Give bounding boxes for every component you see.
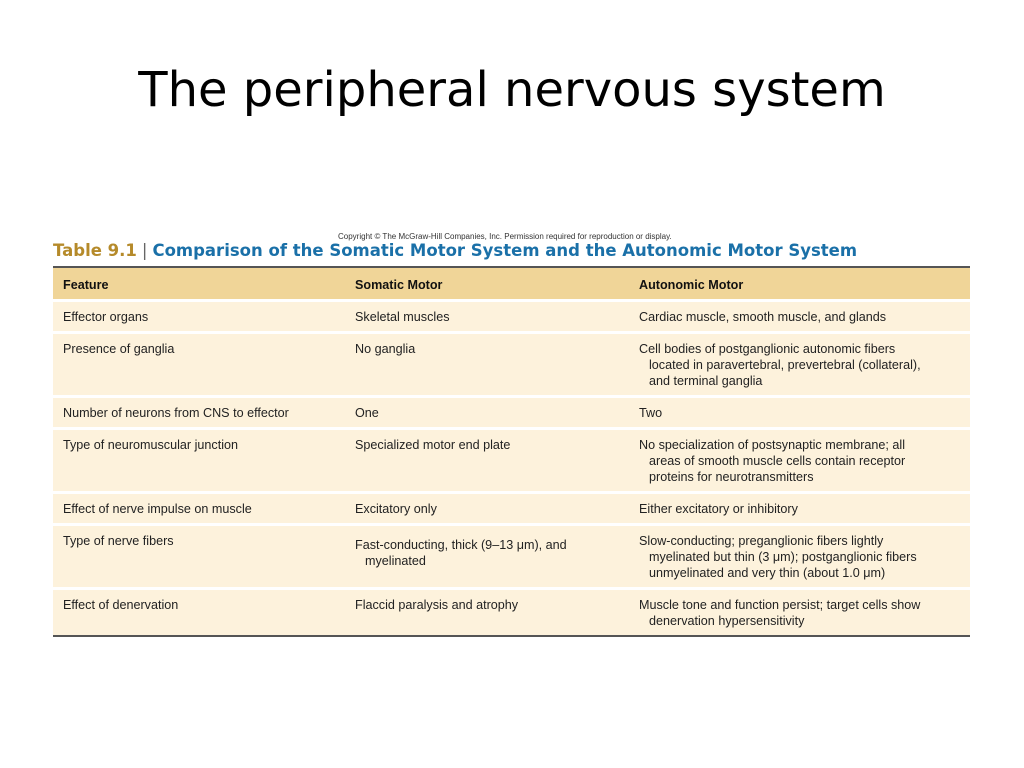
cell-somatic-motor: No ganglia: [345, 334, 629, 395]
cell-feature: Effect of nerve impulse on muscle: [63, 502, 252, 516]
cell-autonomic-motor: Two: [629, 398, 970, 427]
cell-line: Skeletal muscles: [355, 310, 450, 324]
table-title: Comparison of the Somatic Motor System a…: [152, 241, 858, 260]
heading-separator: |: [141, 241, 148, 260]
cell-line: Slow-conducting; preganglionic fibers li…: [639, 534, 884, 548]
cell-line: Cell bodies of postganglionic autonomic …: [639, 342, 896, 356]
cell-feature: Type of nerve fibers: [63, 534, 174, 548]
table-row: Type of neuromuscular junction Specialize…: [53, 427, 970, 491]
cell-somatic-motor: One: [345, 398, 629, 427]
cell-line: myelinated: [365, 554, 426, 568]
cell-autonomic-motor: Cardiac muscle, smooth muscle, and gland…: [629, 302, 970, 331]
table-row: Presence of ganglia No ganglia Cell bodies…: [53, 331, 970, 395]
table-header-row: Feature Somatic Motor Autonomic Motor: [53, 268, 970, 299]
table-row: Effect of nerve impulse on muscle Excitat…: [53, 491, 970, 523]
cell-autonomic-motor: Cell bodies of postganglionic autonomic …: [629, 334, 970, 395]
header-autonomic-motor: Autonomic Motor: [639, 278, 744, 292]
cell-somatic-motor: Skeletal muscles: [345, 302, 629, 331]
table-row: Effector organs Skeletal muscles Cardiac m…: [53, 299, 970, 331]
cell-line: Two: [639, 406, 663, 420]
cell-somatic-motor: Excitatory only: [345, 494, 629, 523]
cell-autonomic-motor: No specialization of postsynaptic membra…: [629, 430, 970, 491]
table-heading: Table 9.1|Comparison of the Somatic Moto…: [53, 241, 970, 263]
cell-line: Flaccid paralysis and atrophy: [355, 598, 519, 612]
cell-line: No ganglia: [355, 342, 416, 356]
cell-line: areas of smooth muscle cells contain rec…: [649, 454, 906, 468]
cell-feature: Number of neurons from CNS to effector: [63, 406, 289, 420]
table-number: Table 9.1: [53, 241, 137, 260]
comparison-table: Feature Somatic Motor Autonomic Motor Ef…: [53, 266, 970, 637]
header-somatic-motor: Somatic Motor: [355, 278, 443, 292]
cell-feature: Type of neuromuscular junction: [63, 438, 239, 452]
cell-somatic-motor: Flaccid paralysis and atrophy: [345, 590, 629, 635]
cell-line: Excitatory only: [355, 502, 437, 516]
cell-line: Either excitatory or inhibitory: [639, 502, 798, 516]
header-feature: Feature: [63, 278, 109, 292]
cell-line: Specialized motor end plate: [355, 438, 511, 452]
cell-line: Cardiac muscle, smooth muscle, and gland…: [639, 310, 887, 324]
cell-line: proteins for neurotransmitters: [649, 470, 814, 484]
cell-autonomic-motor: Either excitatory or inhibitory: [629, 494, 970, 523]
cell-autonomic-motor: Muscle tone and function persist; target…: [629, 590, 970, 635]
cell-feature: Presence of ganglia: [63, 342, 175, 356]
table-row: Effect of denervation Flaccid paralysis a…: [53, 587, 970, 635]
cell-feature: Effect of denervation: [63, 598, 179, 612]
cell-line: and terminal ganglia: [649, 374, 763, 388]
cell-autonomic-motor: Slow-conducting; preganglionic fibers li…: [629, 526, 970, 587]
slide-title: The peripheral nervous system: [138, 62, 886, 118]
copyright-notice: Copyright © The McGraw-Hill Companies, I…: [338, 232, 672, 241]
cell-line: One: [355, 406, 379, 420]
cell-somatic-motor: Specialized motor end plate: [345, 430, 629, 491]
cell-somatic-motor: Fast-conducting, thick (9–13 μm), and mye…: [345, 526, 629, 587]
cell-feature: Effector organs: [63, 310, 149, 324]
cell-line: Fast-conducting, thick (9–13 μm), and: [355, 538, 567, 552]
table-row: Number of neurons from CNS to effector On…: [53, 395, 970, 427]
table-body: Effector organs Skeletal muscles Cardiac m…: [53, 299, 970, 635]
cell-line: unmyelinated and very thin (about 1.0 μm…: [649, 566, 886, 580]
cell-line: denervation hypersensitivity: [649, 614, 805, 628]
cell-line: Muscle tone and function persist; target…: [639, 598, 921, 612]
cell-line: No specialization of postsynaptic membra…: [639, 438, 905, 452]
table-row: Type of nerve fibers Fast-conducting, thi…: [53, 523, 970, 587]
cell-line: myelinated but thin (3 μm); postganglion…: [649, 550, 917, 564]
cell-line: located in paravertebral, prevertebral (…: [649, 358, 921, 372]
